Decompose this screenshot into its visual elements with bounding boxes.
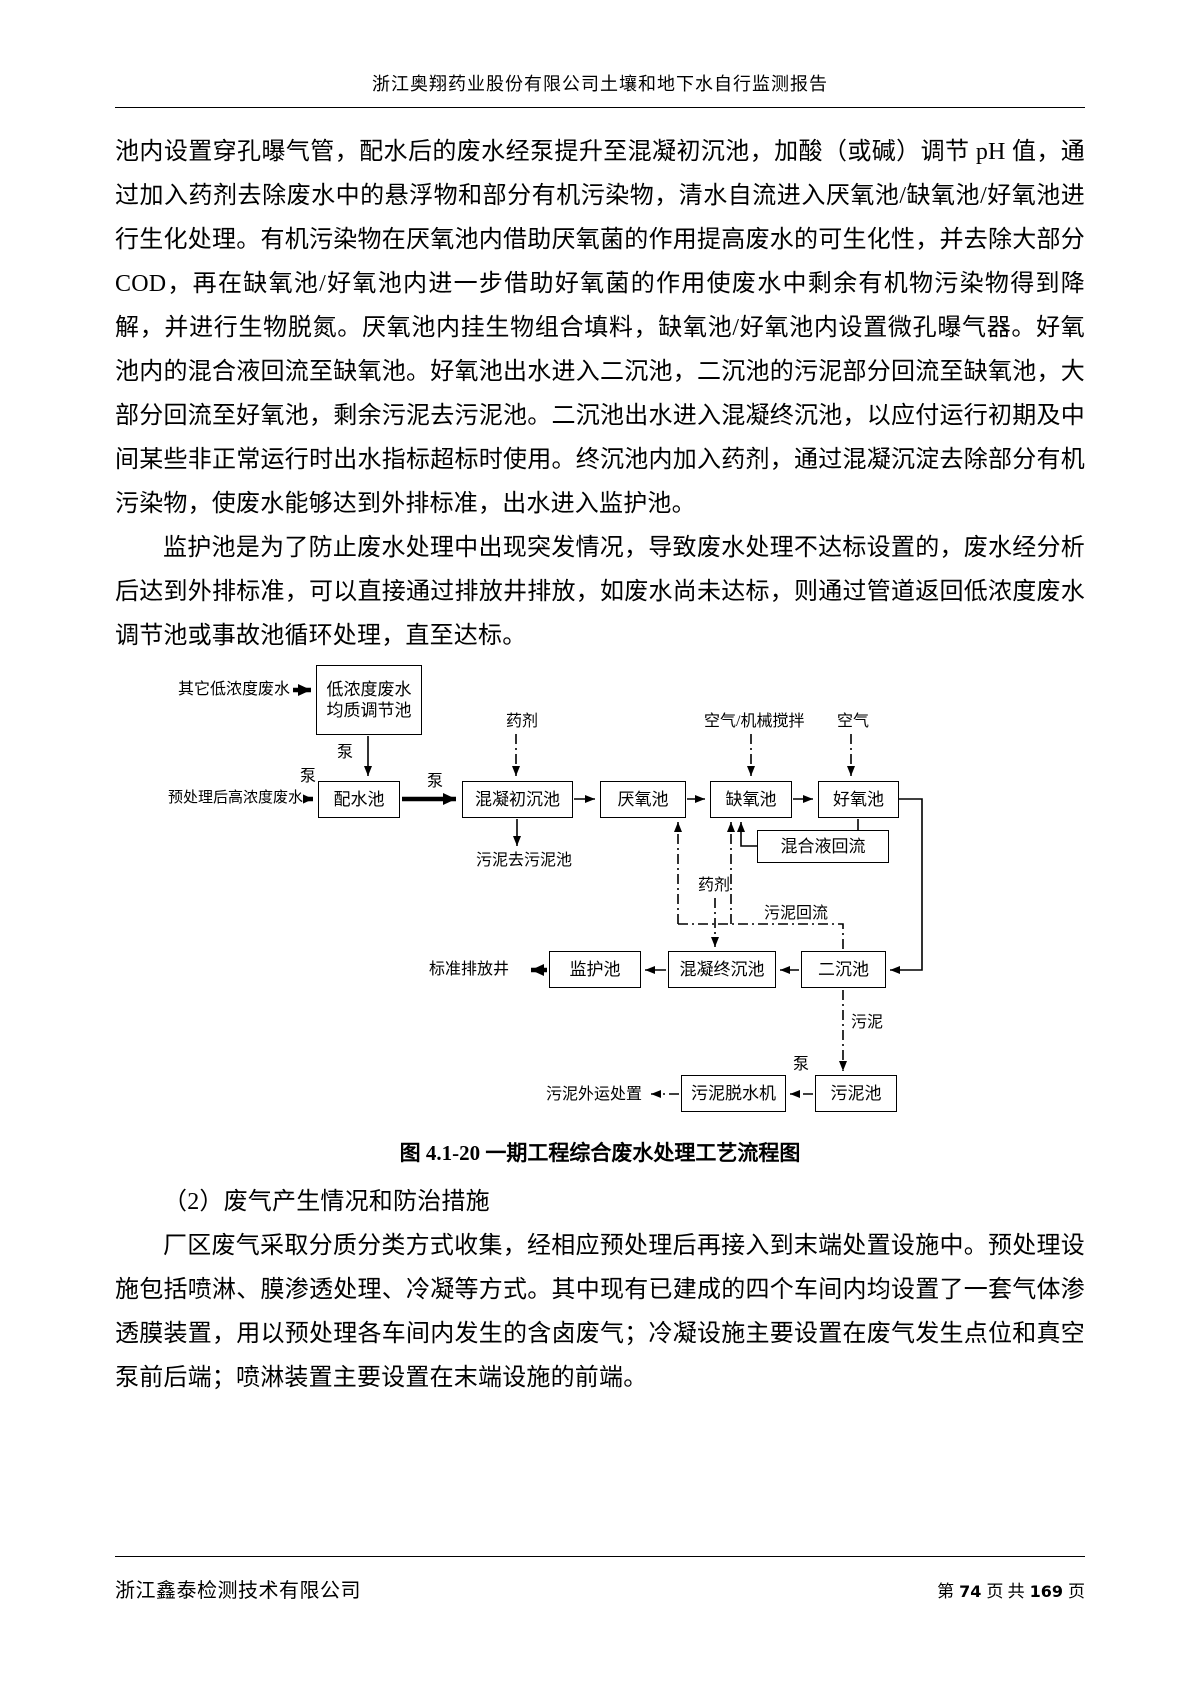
box-anaerobic-tank: 厌氧池: [600, 781, 686, 818]
document-body: 池内设置穿孔曝气管，配水后的废水经泵提升至混凝初沉池，加酸（或碱）调节 pH 值…: [115, 130, 1085, 1400]
label-agent-final: 药剂: [698, 876, 731, 895]
arrow-aerobic-to-secondary: [890, 798, 923, 974]
label-air-mechanical: 空气/机械搅拌: [704, 712, 805, 731]
paragraph-wastewater-process: 池内设置穿孔曝气管，配水后的废水经泵提升至混凝初沉池，加酸（或碱）调节 pH 值…: [115, 139, 1085, 517]
paragraph-waste-gas: 厂区废气采取分质分类方式收集，经相应预处理后再接入到末端处置设施中。预处理设施包…: [115, 1233, 1085, 1391]
label-air: 空气: [837, 712, 870, 731]
box-mixed-liquor-return: 混合液回流: [757, 830, 889, 863]
paragraph-guard-tank: 监护池是为了防止废水处理中出现突发情况，导致废水处理不达标设置的，废水经分析后达…: [115, 535, 1085, 649]
label-pretreated-high-concentration: 预处理后高浓度废水: [168, 789, 304, 808]
figure-caption: 图 4.1-20 一期工程综合废水处理工艺流程图: [399, 1141, 801, 1165]
box-sludge-dewatering: 污泥脱水机: [681, 1075, 786, 1112]
page-suffix: 页: [1068, 1582, 1085, 1601]
page-header: 浙江奥翔药业股份有限公司土壤和地下水自行监测报告: [115, 70, 1085, 108]
label-discharge-well: 标准排放井: [429, 960, 510, 979]
label-agent-top: 药剂: [506, 712, 539, 731]
page-current: 74: [959, 1582, 982, 1601]
box-sludge-tank: 污泥池: [815, 1075, 897, 1112]
label-other-low-concentration: 其它低浓度废水: [178, 680, 291, 699]
box-final-sedimentation: 混凝终沉池: [668, 951, 776, 988]
label-sludge-disposal: 污泥外运处置: [546, 1085, 643, 1104]
header-title: 浙江奥翔药业股份有限公司土壤和地下水自行监测报告: [372, 74, 828, 94]
label-sludge: 污泥: [851, 1013, 884, 1032]
footer-company: 浙江鑫泰检测技术有限公司: [115, 1580, 361, 1602]
box-primary-sedimentation: 混凝初沉池: [462, 781, 573, 818]
box-adjust-tank: 低浓度废水均质调节池: [316, 665, 422, 735]
line-sludge-return-run: [678, 923, 844, 949]
arrow-mixedreturn-to-anoxic: [737, 822, 757, 847]
box-aerobic-tank: 好氧池: [818, 781, 899, 818]
box-distribution-tank: 配水池: [318, 781, 400, 818]
label-sludge-to-tank: 污泥去污泥池: [476, 851, 573, 870]
section-heading-waste-gas: （2）废气产生情况和防治措施: [163, 1189, 490, 1215]
box-anoxic-tank: 缺氧池: [710, 781, 792, 818]
label-pump-sludge: 泵: [793, 1055, 810, 1074]
box-guard-tank: 监护池: [549, 951, 641, 988]
label-pump-adjust: 泵: [337, 743, 354, 762]
page-middle: 页 共: [986, 1582, 1025, 1601]
page-total: 169: [1029, 1582, 1063, 1601]
page-prefix: 第: [937, 1582, 955, 1601]
flow-arrows: [293, 684, 923, 1098]
box-secondary-sedimentation: 二沉池: [801, 951, 886, 988]
process-flow-diagram: 低浓度废水均质调节池 配水池 混凝初沉池 厌氧池 缺氧池 好氧池 混合液回流 监…: [150, 660, 1100, 1122]
label-pump-dist: 泵: [427, 772, 444, 791]
label-pump-highconc: 泵: [300, 767, 317, 786]
label-sludge-return: 污泥回流: [764, 904, 829, 923]
